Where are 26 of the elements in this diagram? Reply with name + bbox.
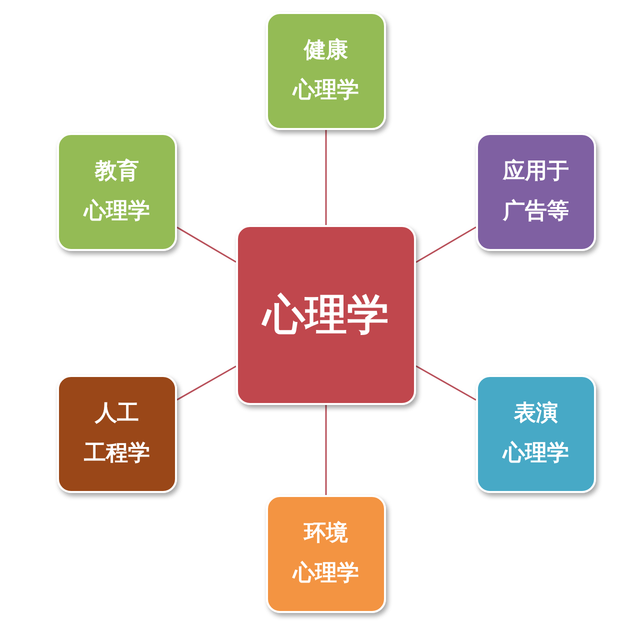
topic-box	[266, 495, 386, 613]
connector-line	[325, 130, 327, 225]
topic-box	[57, 375, 177, 493]
box-label: 应用于	[503, 158, 569, 185]
box-label: 工程学	[84, 441, 150, 468]
connector-line	[416, 226, 476, 263]
connector-line	[176, 366, 236, 400]
connector-line	[176, 226, 236, 263]
box-label: 人工	[95, 400, 139, 427]
box-label: 心理学	[503, 441, 569, 468]
box-label: 心理学	[293, 561, 359, 588]
topic-box	[57, 133, 177, 251]
box-label: 教育	[95, 158, 139, 185]
topic-box	[476, 133, 596, 251]
box-label: 心理学	[293, 78, 359, 104]
topic-box	[476, 375, 596, 493]
topic-box	[266, 12, 386, 130]
box-label: 环境	[304, 520, 348, 547]
box-label: 心理学	[263, 290, 389, 340]
connector-line	[325, 405, 327, 495]
center-box	[236, 225, 416, 405]
box-label: 广告等	[503, 199, 569, 226]
connector-line	[416, 365, 476, 401]
box-label: 健康	[304, 38, 348, 64]
box-label: 表演	[514, 400, 558, 427]
box-label: 心理学	[84, 199, 150, 226]
